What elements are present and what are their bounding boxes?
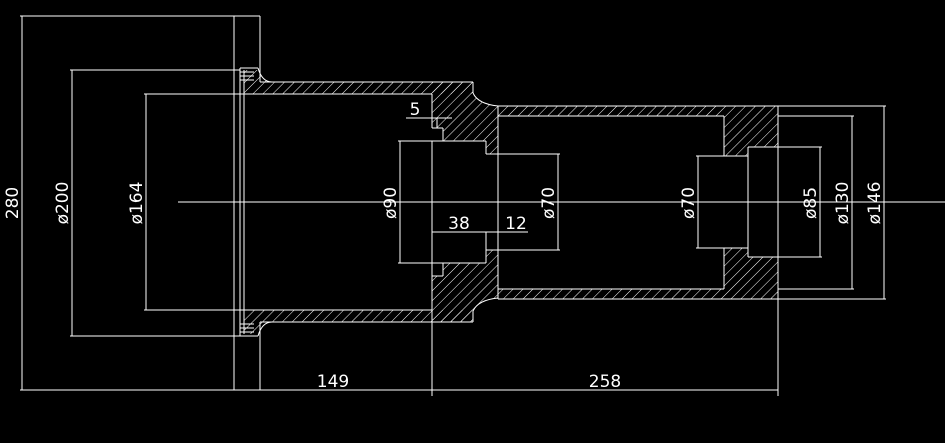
dim-200: ø200 — [53, 182, 73, 225]
dim-146: ø146 — [865, 182, 885, 225]
dim-12: 12 — [505, 214, 527, 234]
dim-90: ø90 — [381, 187, 401, 219]
hatched-sections — [244, 70, 778, 334]
dim-130: ø130 — [833, 182, 853, 225]
dimension-texts: 280 ø200 ø164 ø90 ø70 ø70 ø85 ø130 ø146 … — [3, 100, 885, 392]
dim-5: 5 — [410, 100, 421, 120]
hatch-bottom-shoulder — [432, 250, 498, 322]
dim-85: ø85 — [801, 187, 821, 219]
hatch-top-shoulder — [432, 82, 498, 154]
hatch-tube-bottom — [498, 289, 724, 299]
dim-38: 38 — [448, 214, 470, 234]
dim-258: 258 — [589, 372, 621, 392]
hatch-top-wall — [260, 82, 473, 94]
hatch-tube-top — [498, 106, 724, 116]
dim-149: 149 — [317, 372, 349, 392]
hatch-bottom-wall — [260, 310, 473, 322]
dim-280: 280 — [3, 187, 23, 219]
hatch-end-top — [724, 106, 778, 156]
dim-70-right: ø70 — [679, 187, 699, 219]
dimension-lines — [21, 16, 886, 396]
hatch-end-bottom — [724, 248, 778, 299]
dim-70-left: ø70 — [539, 187, 559, 219]
flange-screw-marks — [240, 71, 254, 333]
dim-164: ø164 — [127, 182, 147, 225]
